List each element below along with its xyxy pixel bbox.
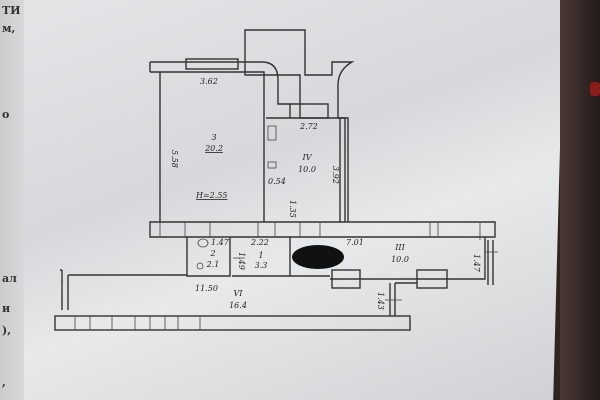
room-1-area: 3.3 <box>255 261 268 270</box>
dimension-label: 7.01 <box>346 238 364 247</box>
room-3-area: 20.2 <box>204 144 223 153</box>
dimension-label: 1.35 <box>288 200 297 218</box>
room-IV-area: 10.0 <box>298 165 316 174</box>
dimension-label: 2.22 <box>250 238 269 247</box>
page-fragment: м, <box>2 22 16 35</box>
red-sticker <box>590 82 600 96</box>
room-VI-area: 16.4 <box>229 301 247 310</box>
dimension-label: 3.62 <box>200 77 218 86</box>
dimension-label: 1.49 <box>237 252 246 270</box>
dimension-label: 5.58 <box>170 150 179 168</box>
dimension-label: 2.72 <box>299 122 318 131</box>
sink-icon <box>267 125 277 141</box>
walls <box>54 29 498 331</box>
page-fragment: ТИ <box>2 4 21 17</box>
page-fragment: и <box>2 302 11 315</box>
room-2-id: 2 <box>209 249 215 258</box>
room-3-id: 3 <box>211 133 216 142</box>
stove-icon <box>267 161 277 169</box>
room-1-id: 1 <box>258 251 263 260</box>
dimension-label: 0.54 <box>268 177 286 186</box>
dimension-label: 1.47 <box>472 254 481 273</box>
floor-plan-sheet <box>24 0 564 400</box>
previous-page-edge: ТИ м, о ал и ), , <box>0 0 26 400</box>
room-VI-id: VI <box>234 289 244 298</box>
room-IV-id: IV <box>302 153 313 162</box>
page-fragment: о <box>2 108 10 121</box>
page-fragment: ал <box>2 272 17 285</box>
shower-icon <box>196 262 204 270</box>
redaction-blot <box>292 245 344 269</box>
ceiling-height: H=2.55 <box>195 191 228 200</box>
dark-background <box>560 0 600 400</box>
dimension-label: 3.92 <box>331 166 340 184</box>
room-2-area: 2.1 <box>206 260 220 269</box>
toilet-icon <box>197 238 209 248</box>
fixtures <box>196 125 277 270</box>
dimension-label: 11.50 <box>195 284 218 293</box>
room-III-area: 10.0 <box>391 255 409 264</box>
dimension-label: 1.47 <box>211 238 230 247</box>
page-fragment: , <box>2 376 6 389</box>
dimension-label: 1.43 <box>376 292 385 310</box>
page-fragment: ), <box>2 324 12 337</box>
room-III-id: III <box>394 243 405 252</box>
